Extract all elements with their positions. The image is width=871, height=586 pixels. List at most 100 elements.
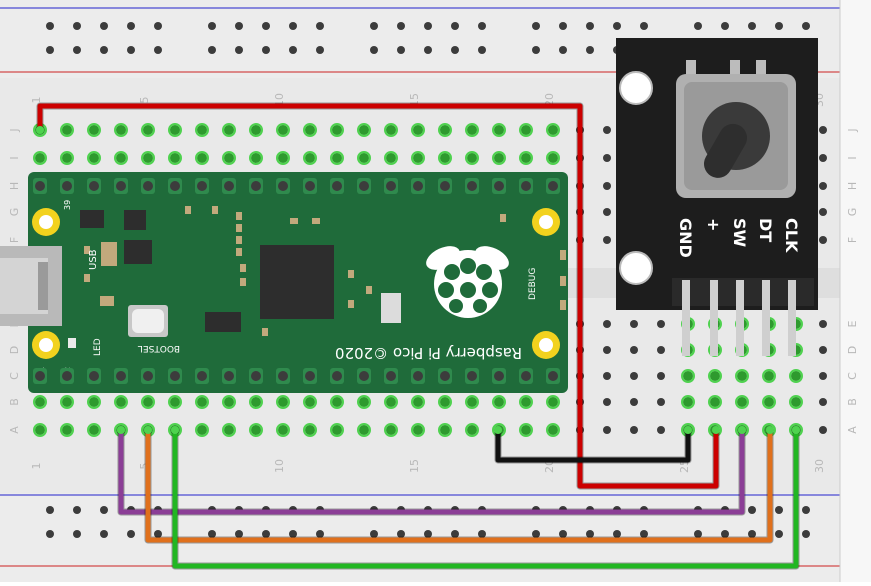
rail-hole (73, 46, 81, 54)
breadboard-hole (143, 125, 153, 135)
breadboard-hole (332, 153, 342, 163)
breadboard-hole (819, 236, 827, 244)
hole-highlight (546, 123, 560, 137)
encoder-pin (682, 280, 690, 356)
encoder-pin (710, 280, 718, 356)
row-letter-label: A (846, 426, 859, 434)
hole-highlight (465, 123, 479, 137)
breadboard-hole (413, 125, 423, 135)
wire-red[interactable] (37, 103, 719, 489)
bootsel-label: BOOTSEL (138, 343, 180, 353)
usb-label: USB (88, 249, 99, 270)
pico-pin-hole (467, 181, 477, 191)
rail-hole (559, 22, 567, 30)
pico-pin-hole (89, 371, 99, 381)
row-letter-label: A (8, 426, 21, 434)
rail-hole (775, 506, 783, 514)
encoder-pin-label: SW (730, 218, 749, 248)
breadboard-hole (603, 320, 611, 328)
breadboard-hole (305, 125, 315, 135)
wire-orange[interactable] (145, 430, 773, 543)
breadboard-hole (819, 154, 827, 162)
breadboard-hole (197, 425, 207, 435)
breadboard-hole (440, 397, 450, 407)
hole-highlight (735, 395, 749, 409)
pico-pin-hole (494, 181, 504, 191)
breadboard-hole (630, 372, 638, 380)
pico-pin-hole (521, 371, 531, 381)
hole-highlight (222, 423, 236, 437)
pico-pins (33, 178, 560, 384)
pico-pin-hole (494, 371, 504, 381)
breadboard-hole (467, 125, 477, 135)
raspberry-pi-pico: Raspberry Pi Pico ©2020 USB LED BOOTSEL … (0, 172, 568, 393)
rail-hole (154, 46, 162, 54)
hole-highlight (87, 423, 101, 437)
row-letter-label: H (8, 182, 21, 190)
rail-hole (424, 530, 432, 538)
pico-pin-hole (305, 181, 315, 191)
hole-highlight (141, 123, 155, 137)
breadboard-hole (603, 372, 611, 380)
wire-endpoint (738, 426, 746, 434)
hole-highlight (141, 395, 155, 409)
breadboard-hole (251, 397, 261, 407)
row-letter-label: J (846, 128, 859, 132)
breadboard-hole (603, 208, 611, 216)
rail-hole (370, 22, 378, 30)
hole-highlight (411, 151, 425, 165)
breadboard-hole (332, 125, 342, 135)
hole-highlight (519, 123, 533, 137)
encoder-pin (762, 280, 770, 356)
rail-hole (613, 22, 621, 30)
breadboard-hole (224, 125, 234, 135)
pico-pin-hole (62, 181, 72, 191)
breadboard-hole (62, 153, 72, 163)
hole-highlight (384, 151, 398, 165)
rail-hole (208, 46, 216, 54)
wire-green[interactable] (172, 430, 799, 569)
rail-hole (748, 506, 756, 514)
rail-hole (451, 46, 459, 54)
breadboard-hole (224, 397, 234, 407)
rail-hole (370, 530, 378, 538)
rail-hole (397, 46, 405, 54)
breadboard-hole (62, 425, 72, 435)
wire-endpoint (494, 426, 502, 434)
rail-hole (262, 46, 270, 54)
wire-purple[interactable] (118, 430, 745, 515)
rail-hole (316, 46, 324, 54)
hole-highlight (330, 151, 344, 165)
pico-pin-hole (143, 371, 153, 381)
rail-hole (100, 22, 108, 30)
row-letter-label: F (8, 237, 21, 243)
wire-endpoint (712, 426, 720, 434)
hole-highlight (411, 395, 425, 409)
rail-hole (73, 530, 81, 538)
rail-hole (775, 22, 783, 30)
hole-highlight (222, 123, 236, 137)
bootsel-button[interactable] (132, 309, 164, 333)
breadboard-hole (548, 397, 558, 407)
hole-highlight (195, 151, 209, 165)
hole-highlight (492, 395, 506, 409)
hole-highlight (708, 369, 722, 383)
rail-hole (235, 530, 243, 538)
breadboard-hole (494, 125, 504, 135)
breadboard-hole (197, 153, 207, 163)
row-letter-label: J (8, 128, 21, 132)
rail-hole (748, 530, 756, 538)
pico-pin-hole (413, 371, 423, 381)
pin-39-label: 39 (63, 200, 72, 210)
hole-highlight (384, 123, 398, 137)
hole-highlight (114, 395, 128, 409)
breadboard-hole (251, 153, 261, 163)
breadboard-hole (278, 125, 288, 135)
column-number-label: 1 (30, 97, 43, 104)
breadboard-hole (819, 372, 827, 380)
hole-highlight (60, 123, 74, 137)
hole-highlight (762, 395, 776, 409)
rail-hole (127, 46, 135, 54)
hole-highlight (249, 123, 263, 137)
wire-black[interactable] (495, 430, 691, 463)
